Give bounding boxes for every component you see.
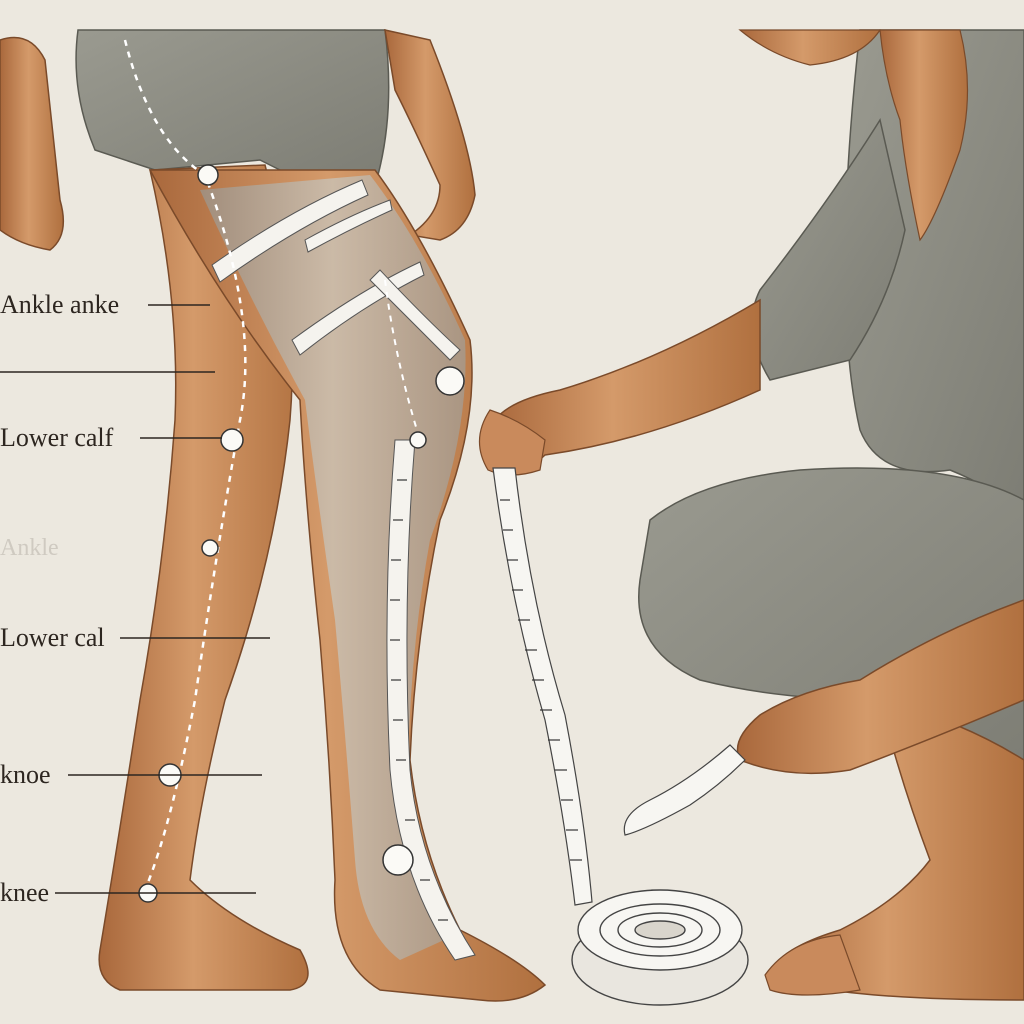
marker-mid bbox=[201, 539, 219, 557]
label-knoe: knoe bbox=[0, 760, 51, 789]
helper-face bbox=[738, 29, 882, 66]
shorts bbox=[75, 29, 390, 181]
label-ankle-faded: Ankle bbox=[0, 535, 59, 561]
helper-foot bbox=[764, 934, 861, 996]
tape-ticks bbox=[390, 479, 582, 921]
marker-knee bbox=[435, 366, 465, 396]
leg-vertical-tape bbox=[386, 439, 476, 961]
helper-lower-arm bbox=[736, 599, 1024, 775]
left-leg bbox=[98, 164, 309, 991]
marker-thigh bbox=[197, 164, 219, 186]
tape-curl bbox=[623, 744, 746, 836]
leader-lines bbox=[0, 304, 270, 894]
label-knee: knee bbox=[0, 878, 50, 907]
marker-ankle-right bbox=[382, 844, 414, 876]
tape-roll bbox=[571, 889, 749, 1006]
left-arm bbox=[0, 36, 65, 251]
model-right-hand bbox=[384, 29, 476, 241]
dashed-line-front bbox=[384, 279, 421, 441]
label-ankle-anke: Ankle anke bbox=[0, 290, 120, 319]
hanging-tape bbox=[492, 467, 593, 906]
dashed-line-left bbox=[123, 39, 247, 891]
helper-neck bbox=[879, 29, 969, 242]
marker-calf bbox=[220, 428, 244, 452]
marker-knee-small bbox=[409, 431, 427, 449]
label-lower-cal: Lower cal bbox=[0, 623, 105, 652]
label-lower-calf: Lower calf bbox=[0, 423, 114, 452]
